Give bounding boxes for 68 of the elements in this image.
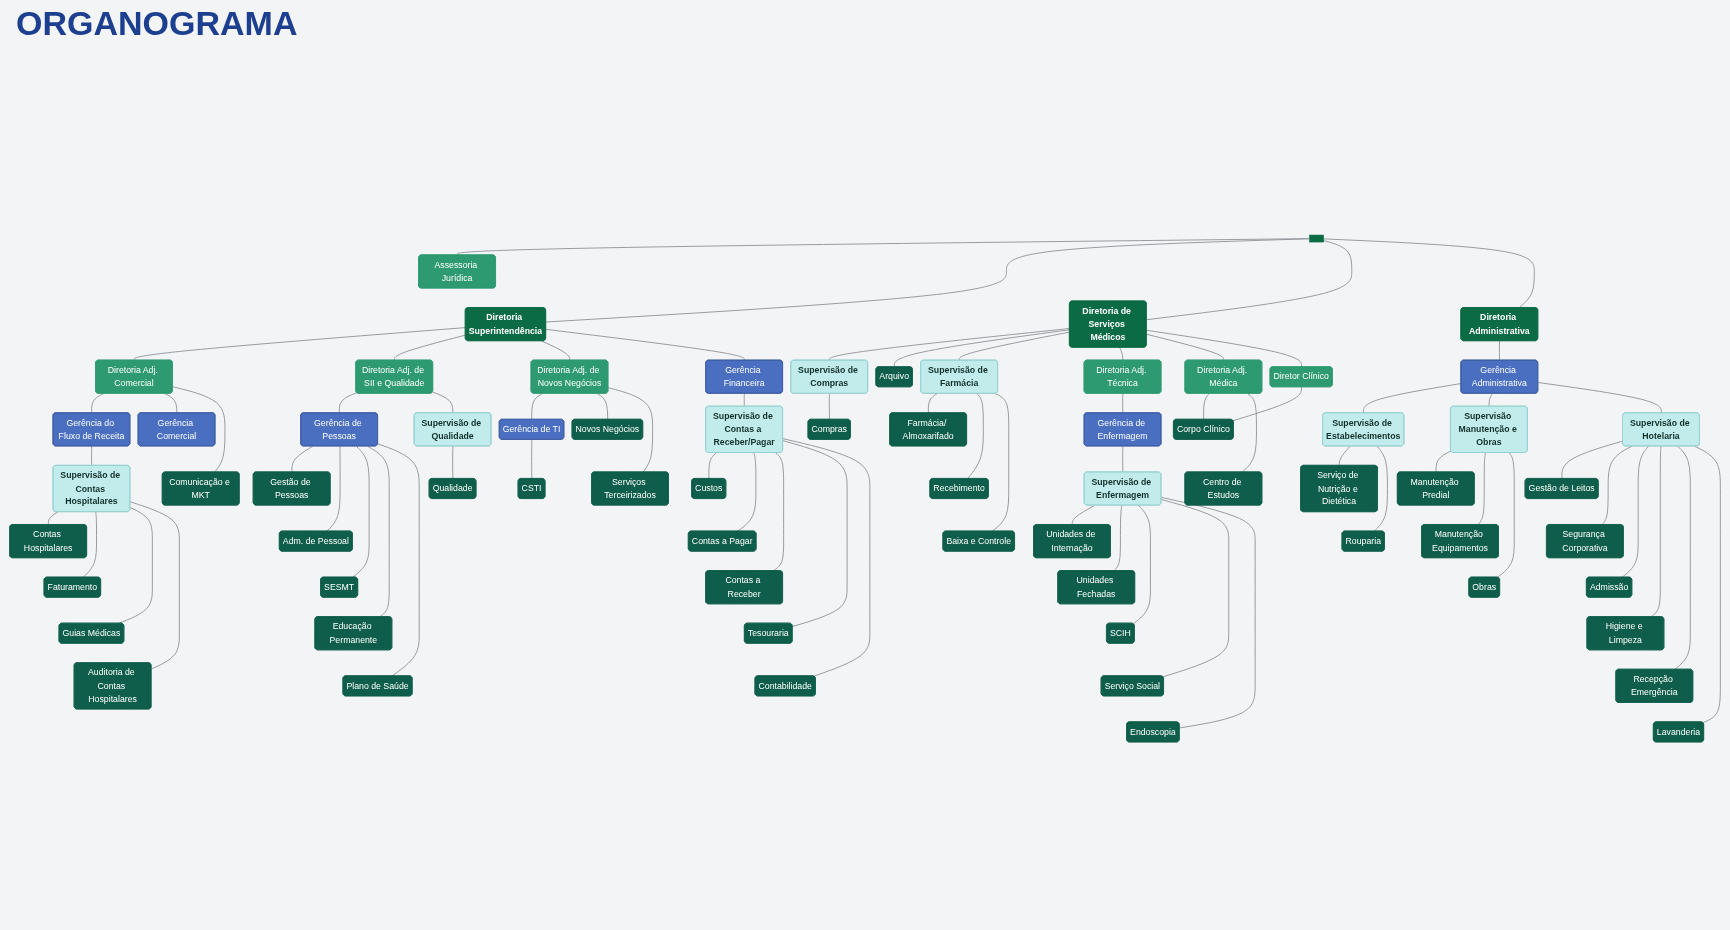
connector bbox=[596, 392, 609, 420]
connector bbox=[91, 392, 104, 413]
connector bbox=[1373, 445, 1388, 532]
connector bbox=[1650, 445, 1662, 617]
connector bbox=[1477, 451, 1486, 525]
node-box bbox=[1309, 234, 1324, 242]
connector bbox=[394, 334, 466, 361]
connector bbox=[708, 451, 718, 479]
connector bbox=[1071, 504, 1095, 525]
connector bbox=[377, 442, 420, 676]
connector bbox=[432, 391, 454, 413]
connector bbox=[531, 438, 533, 479]
connector bbox=[1232, 386, 1302, 421]
connector bbox=[772, 451, 785, 571]
connector bbox=[133, 326, 466, 361]
connector bbox=[927, 392, 938, 413]
connector bbox=[782, 437, 871, 677]
connector bbox=[164, 392, 178, 413]
connector bbox=[1132, 504, 1151, 624]
connector bbox=[1601, 445, 1633, 525]
connector bbox=[1537, 381, 1662, 413]
connector bbox=[1203, 392, 1210, 420]
connector bbox=[1323, 237, 1535, 308]
connector bbox=[367, 445, 390, 617]
connector bbox=[1497, 451, 1515, 578]
connector bbox=[1674, 445, 1691, 670]
connector bbox=[531, 392, 543, 420]
connector bbox=[1160, 496, 1256, 728]
connector bbox=[326, 445, 341, 532]
connector bbox=[129, 500, 180, 669]
connector bbox=[82, 511, 97, 578]
connector bbox=[828, 392, 830, 420]
connector bbox=[1488, 392, 1493, 407]
connector bbox=[782, 439, 848, 627]
connector bbox=[1146, 239, 1353, 320]
connector bbox=[1621, 445, 1649, 578]
connector bbox=[1122, 392, 1124, 413]
connector bbox=[1119, 346, 1124, 361]
connector bbox=[1146, 329, 1302, 367]
connector bbox=[991, 392, 1010, 532]
connector bbox=[545, 237, 1311, 322]
connector bbox=[1694, 445, 1721, 723]
connector bbox=[291, 445, 314, 473]
connector bbox=[1561, 440, 1624, 479]
connector bbox=[829, 327, 1071, 361]
connector bbox=[541, 340, 571, 361]
connector bbox=[545, 328, 745, 361]
connector bbox=[1241, 392, 1257, 473]
connector bbox=[172, 385, 226, 473]
connector bbox=[1435, 450, 1452, 473]
chart-title: ORGANOGRAMA bbox=[16, 4, 298, 43]
connector bbox=[1338, 445, 1351, 466]
connector bbox=[893, 328, 1071, 367]
connector bbox=[1498, 340, 1501, 361]
connector bbox=[47, 511, 59, 525]
connector bbox=[1113, 504, 1123, 571]
connector bbox=[1160, 498, 1230, 677]
connector bbox=[1363, 382, 1462, 413]
connector bbox=[91, 445, 93, 466]
connector bbox=[452, 445, 454, 479]
connector bbox=[607, 386, 654, 473]
connector bbox=[338, 391, 358, 413]
connector bbox=[1146, 333, 1225, 361]
connector bbox=[967, 392, 984, 479]
connector bbox=[352, 445, 370, 578]
connector bbox=[743, 392, 745, 407]
connector bbox=[958, 331, 1071, 361]
connector bbox=[1122, 445, 1124, 473]
